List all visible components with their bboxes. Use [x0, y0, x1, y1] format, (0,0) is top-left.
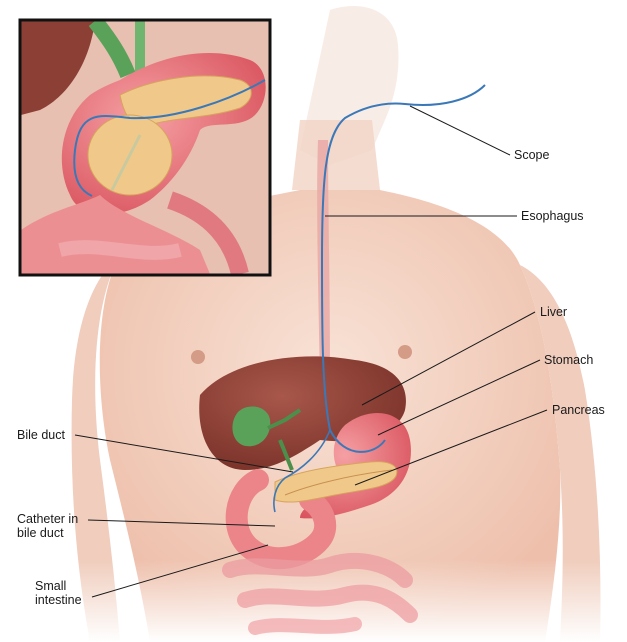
label-catheter-line2: bile duct: [17, 526, 64, 540]
inset-closeup: [18, 18, 272, 277]
leader-scope: [409, 105, 511, 156]
label-liver: Liver: [540, 305, 568, 319]
label-bile-duct: Bile duct: [17, 428, 65, 442]
leader-stomach: [377, 359, 541, 436]
leader-pancreas: [354, 409, 548, 486]
label-small-intestine-line1: Small: [35, 579, 67, 593]
label-pancreas: Pancreas: [552, 403, 605, 417]
inset-border: [18, 18, 272, 277]
left-nipple: [191, 350, 205, 364]
label-esophagus: Esophagus: [521, 209, 584, 223]
duodenum: [225, 469, 337, 570]
esophagus: [317, 140, 330, 380]
label-scope: Scope: [514, 148, 550, 162]
leader-catheter: [87, 519, 276, 527]
leader-bile-duct: [74, 434, 294, 473]
pancreas: [274, 461, 398, 503]
leader-lines: [74, 105, 548, 598]
leader-small-intestine: [91, 544, 269, 598]
scope-tube: [320, 84, 486, 453]
leader-liver: [361, 311, 536, 406]
small-intestine: [222, 552, 418, 635]
label-catheter-line1: Catheter in: [17, 512, 79, 526]
right-nipple: [398, 345, 412, 359]
label-small-intestine-line2: intestine: [35, 593, 82, 607]
label-stomach: Stomach: [544, 353, 594, 367]
gallbladder: [232, 406, 271, 447]
